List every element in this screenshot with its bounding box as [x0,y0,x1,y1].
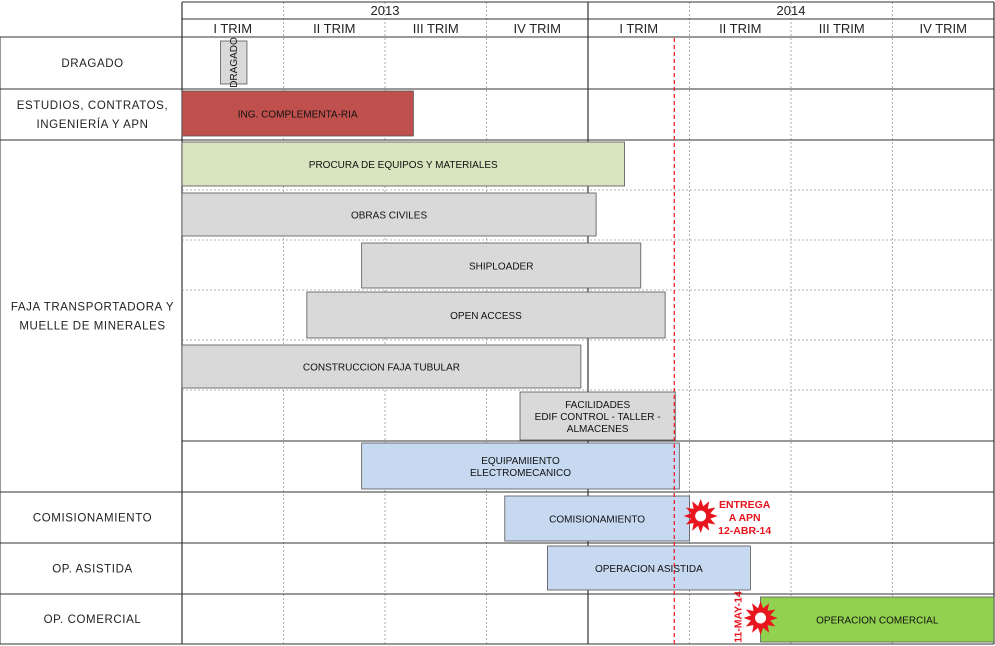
task-bar [181,344,582,389]
row-label: INGENIERÍA Y APN [36,118,148,131]
task-label: CONSTRUCCION FAJA TUBULAR [303,363,460,374]
quarter-label: III TRIM [819,21,865,36]
milestone-burst-center [755,612,767,624]
task-bar [181,141,625,187]
milestone-label: A APN [729,512,761,524]
task-bar [181,90,414,137]
task-label: OPERACION ASISTIDA [595,564,703,575]
task-bar [760,596,995,643]
timeline-header: 2013 I TRIM II TRIM III TRIM IV TRIM 2014 I TR… [182,1,994,36]
task-bar [306,291,666,339]
task-label: ING. COMPLEMENTA-RIA [238,110,358,121]
task-label: OPEN ACCESS [450,311,522,322]
task-bars: DRAGADO ING. COMPLEMENTA-RIA PROCURA DE EQ… [181,37,995,643]
row-label: COMISIONAMIENTO [33,513,152,525]
task-label: EDIF CONTROL - TALLER - [535,412,661,423]
row-label: OP. COMERCIAL [44,614,142,626]
row-label: MUELLE DE MINERALES [19,321,165,333]
milestone-burst-center [695,510,707,522]
task-bar [547,545,751,591]
quarter-label: I TRIM [213,21,252,36]
task-bar [181,192,597,237]
row-label: ESTUDIOS, CONTRATOS, [17,100,169,112]
quarter-label: III TRIM [413,21,459,36]
task-label: FACILIDADES [565,400,630,411]
task-label: EQUIPAMIIENTO [481,456,560,467]
task-label: OBRAS CIVILES [351,211,427,222]
task-label: ELECTROMECANICO [470,468,571,479]
quarter-label: II TRIM [719,21,761,36]
milestone-label: 11-MAY-14 [733,591,745,643]
year-label: 2013 [371,3,400,18]
quarter-label: II TRIM [313,21,355,36]
task-label: COMISIONAMIENTO [549,515,645,526]
quarter-label: IV TRIM [920,21,967,36]
task-label: PROCURA DE EQUIPOS Y MATERIALES [309,160,498,171]
task-bar [504,495,690,542]
row-label: DRAGADO [61,58,123,70]
task-bar [361,442,680,490]
year-label: 2014 [777,3,806,18]
task-label: ALMACENES [567,424,629,435]
task-label: SHIPLOADER [469,262,533,273]
row-label: FAJA TRANSPORTADORA Y [11,302,174,314]
milestone-label: ENTREGA [719,499,771,511]
row-label: OP. ASISTIDA [52,564,133,576]
task-label: DRAGADO [229,37,240,88]
quarter-label: IV TRIM [514,21,561,36]
quarter-label: I TRIM [619,21,658,36]
task-bar [220,40,248,85]
task-bar [361,242,642,289]
task-bar [519,391,676,441]
row-labels: DRAGADO ESTUDIOS, CONTRATOS, INGENIERÍA Y … [11,58,174,626]
task-label: OPERACION COMERCIAL [816,616,939,627]
milestone-label: 12-ABR-14 [718,525,771,537]
